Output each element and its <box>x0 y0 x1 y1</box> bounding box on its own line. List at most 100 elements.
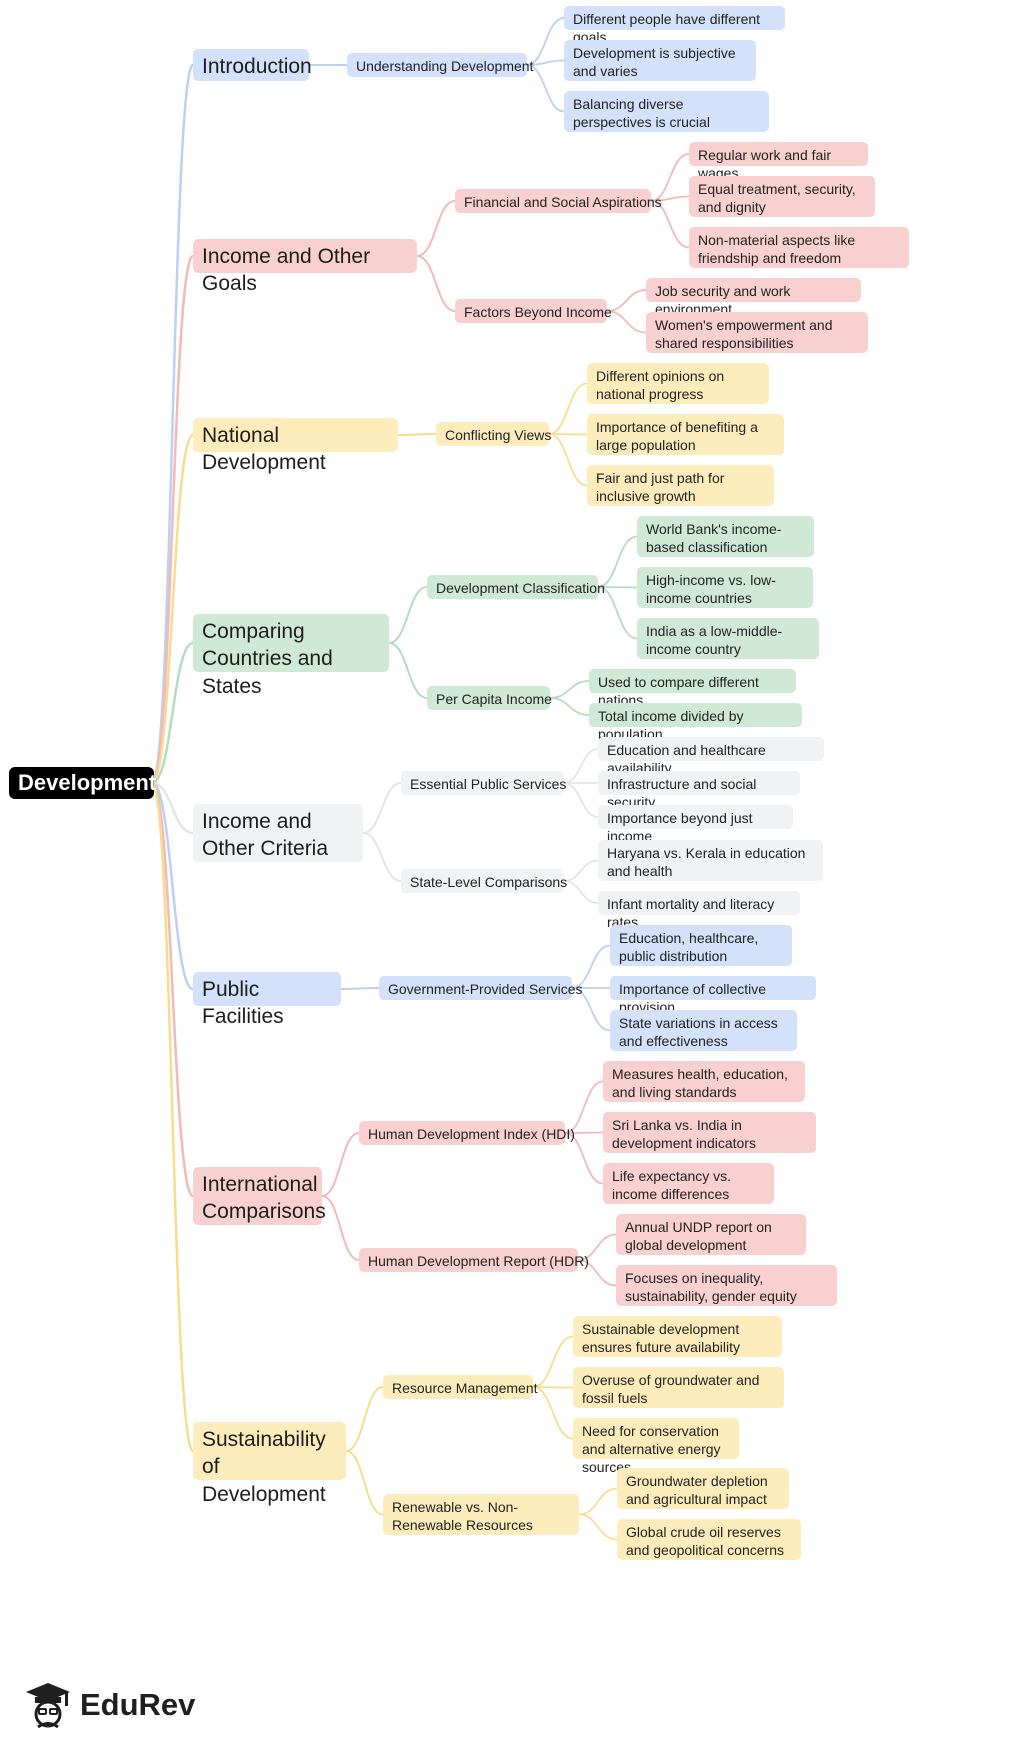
leaf-node[interactable]: Non-material aspects like friendship and… <box>689 227 909 268</box>
leaf-connector <box>563 880 599 904</box>
leaf-connector <box>564 1132 604 1185</box>
leaf-node[interactable]: Life expectancy vs. income differences <box>603 1163 774 1204</box>
leaf-connector <box>549 697 590 716</box>
leaf-connector <box>532 1335 574 1388</box>
subtopic-connector <box>321 1195 360 1261</box>
subtopic-node[interactable]: Conflicting Views <box>436 422 551 446</box>
leaf-connector <box>650 153 690 202</box>
branch-node[interactable]: Sustainability of Development <box>193 1422 346 1506</box>
leaf-node[interactable]: Need for conservation and alternative en… <box>573 1418 739 1475</box>
subtopic-node[interactable]: Understanding Development <box>347 53 533 77</box>
subtopic-connector <box>362 832 402 882</box>
leaf-node[interactable]: Equal treatment, security, and dignity <box>689 176 875 217</box>
subtopic-node[interactable]: Resource Management <box>383 1375 538 1399</box>
leaf-node[interactable]: Importance of benefiting a large populat… <box>587 414 784 455</box>
branch-connector <box>150 63 195 785</box>
leaf-node[interactable]: Balancing diverse perspectives is crucia… <box>564 91 769 132</box>
leaf-node[interactable]: Groundwater depletion and agricultural i… <box>617 1468 789 1509</box>
subtopic-connector <box>388 586 428 644</box>
leaf-connector <box>563 859 599 882</box>
leaf-node[interactable]: Different people have different goals <box>564 6 785 45</box>
subtopic-node[interactable]: Per Capita Income <box>427 686 552 710</box>
subtopic-node[interactable]: Development Classification <box>427 575 605 599</box>
subtopic-node[interactable]: State-Level Comparisons <box>401 869 567 893</box>
leaf-node[interactable]: Focuses on inequality, sustainability, g… <box>616 1265 837 1306</box>
leaf-node[interactable]: Education and healthcare availability <box>598 737 824 776</box>
branch-connector <box>150 433 195 785</box>
leaf-connector <box>526 64 565 113</box>
subtopic-node[interactable]: Human Development Report (HDR) <box>359 1248 589 1272</box>
subtopic-node[interactable]: Renewable vs. Non-Renewable Resources <box>383 1494 579 1535</box>
leaf-node[interactable]: Sri Lanka vs. India in development indic… <box>603 1112 816 1153</box>
leaf-connector <box>571 944 611 989</box>
leaf-node[interactable]: Measures health, education, and living s… <box>603 1061 805 1102</box>
subtopic-node[interactable]: Factors Beyond Income <box>455 299 612 323</box>
leaf-node[interactable]: Regular work and fair wages <box>689 142 868 181</box>
leaf-connector <box>577 1259 617 1287</box>
leaf-connector <box>563 782 599 818</box>
leaf-connector <box>526 59 565 66</box>
leaf-node[interactable]: High-income vs. low-income countries <box>637 567 813 608</box>
branch-node[interactable]: National Development <box>193 418 398 474</box>
leaf-node[interactable]: Total income divided by population <box>589 703 802 742</box>
branch-node[interactable]: Introduction <box>193 49 312 81</box>
leaf-node[interactable]: Overuse of groundwater and fossil fuels <box>573 1367 784 1408</box>
branch-connector <box>150 781 195 1453</box>
leaf-node[interactable]: Development is subjective and varies <box>564 40 756 81</box>
branch-connector <box>150 781 195 1198</box>
leaf-node[interactable]: Job security and work environment <box>646 278 861 317</box>
branch-node[interactable]: Comparing Countries and States <box>193 614 389 698</box>
branch-node[interactable]: Income and Other Criteria <box>193 804 363 862</box>
leaf-node[interactable]: Importance of collective provision <box>610 976 816 1015</box>
leaf-connector <box>606 310 647 334</box>
edurev-logo: EduRev <box>22 1680 195 1730</box>
leaf-connector <box>650 195 690 202</box>
leaf-connector <box>549 680 590 699</box>
leaf-node[interactable]: Different opinions on national progress <box>587 363 769 404</box>
leaf-connector <box>578 1513 618 1541</box>
root-node: Development <box>9 767 156 799</box>
leaf-node[interactable]: State variations in access and effective… <box>610 1010 797 1051</box>
leaf-connector <box>548 433 588 436</box>
subtopic-connector <box>321 1132 360 1197</box>
subtopic-connector <box>397 433 437 436</box>
leaf-connector <box>548 382 588 435</box>
leaf-node[interactable]: Used to compare different nations <box>589 669 796 708</box>
leaf-node[interactable]: India as a low-middle-income country <box>637 618 819 659</box>
branch-node[interactable]: Income and Other Goals <box>193 239 417 295</box>
leaf-node[interactable]: Infrastructure and social security <box>598 771 800 810</box>
subtopic-connector <box>345 1386 384 1452</box>
leaf-connector <box>577 1233 617 1261</box>
leaf-node[interactable]: World Bank's income-based classification <box>637 516 814 557</box>
leaf-node[interactable]: Infant mortality and literacy rates <box>598 891 800 930</box>
branch-node[interactable]: Public Facilities <box>193 972 341 1028</box>
leaf-node[interactable]: Importance beyond just income <box>598 805 793 844</box>
leaf-connector <box>563 748 599 784</box>
branch-node[interactable]: International Comparisons <box>193 1167 326 1225</box>
subtopic-node[interactable]: Government-Provided Services <box>379 976 583 1000</box>
subtopic-connector <box>388 642 428 699</box>
subtopic-node[interactable]: Human Development Index (HDI) <box>359 1121 575 1145</box>
leaf-node[interactable]: Education, healthcare, public distributi… <box>610 925 792 966</box>
logo-text: EduRev <box>80 1687 196 1722</box>
leaf-node[interactable]: Global crude oil reserves and geopolitic… <box>617 1519 801 1560</box>
branch-connector <box>151 781 194 991</box>
leaf-connector <box>606 289 647 312</box>
leaf-connector <box>526 17 565 66</box>
leaf-connector <box>578 1487 618 1516</box>
branch-connector <box>151 641 194 785</box>
subtopic-node[interactable]: Essential Public Services <box>401 771 566 795</box>
leaf-connector <box>597 535 638 588</box>
subtopic-node[interactable]: Financial and Social Aspirations <box>455 189 662 213</box>
leaf-node[interactable]: Haryana vs. Kerala in education and heal… <box>598 840 823 881</box>
leaf-connector <box>571 987 611 1032</box>
subtopic-connector <box>345 1450 384 1516</box>
leaf-connector <box>532 1386 574 1389</box>
leaf-connector <box>532 1386 574 1440</box>
leaf-node[interactable]: Fair and just path for inclusive growth <box>587 465 774 506</box>
leaf-connector <box>548 433 588 487</box>
leaf-node[interactable]: Sustainable development ensures future a… <box>573 1316 782 1357</box>
leaf-node[interactable]: Annual UNDP report on global development <box>616 1214 806 1255</box>
leaf-node[interactable]: Women's empowerment and shared responsib… <box>646 312 868 353</box>
